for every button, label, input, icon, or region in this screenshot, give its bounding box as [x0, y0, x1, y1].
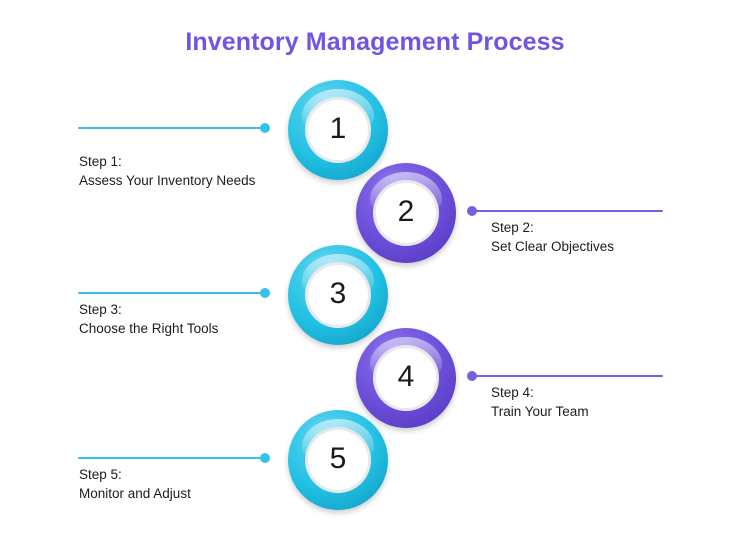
connector-line-step-3 — [78, 292, 270, 294]
step-5-number-label: Step 5: — [79, 467, 122, 482]
connector-step-4 — [467, 371, 663, 381]
step-5-number: 5 — [329, 442, 347, 475]
step-3-number: 3 — [329, 277, 347, 310]
connector-dot-step-5 — [260, 453, 270, 463]
step-node-4[interactable]: 4 — [356, 328, 456, 428]
step-3-number-label: Step 3: — [79, 302, 122, 317]
connector-line-step-1 — [78, 127, 270, 129]
step-1-number-label: Step 1: — [79, 154, 122, 169]
page-title: Inventory Management Process — [185, 28, 565, 56]
step-3-disc: 3 — [308, 265, 368, 325]
connector-dot-step-4 — [467, 371, 477, 381]
step-2-number: 2 — [397, 195, 415, 228]
step-node-1[interactable]: 1 — [288, 80, 388, 180]
step-4-disc: 4 — [376, 348, 436, 408]
label-step-2: Step 2: Set Clear Objectives — [491, 218, 614, 256]
connector-step-3 — [78, 288, 270, 298]
connector-step-1 — [78, 123, 270, 133]
step-5-disc: 5 — [308, 430, 368, 490]
step-4-number-label: Step 4: — [491, 385, 534, 400]
label-step-5: Step 5: Monitor and Adjust — [79, 465, 191, 503]
connector-line-step-4 — [467, 375, 663, 377]
step-2-number-label: Step 2: — [491, 220, 534, 235]
step-4-number: 4 — [397, 360, 415, 393]
label-step-4: Step 4: Train Your Team — [491, 383, 589, 421]
connector-dot-step-2 — [467, 206, 477, 216]
step-3-title: Choose the Right Tools — [79, 321, 219, 336]
step-1-disc: 1 — [308, 100, 368, 160]
step-node-5[interactable]: 5 — [288, 410, 388, 510]
step-4-title: Train Your Team — [491, 404, 589, 419]
connector-dot-step-3 — [260, 288, 270, 298]
step-1-title: Assess Your Inventory Needs — [79, 173, 256, 188]
connector-step-2 — [467, 206, 663, 216]
step-2-disc: 2 — [376, 183, 436, 243]
step-1-number: 1 — [329, 112, 347, 145]
connector-step-5 — [78, 453, 270, 463]
label-step-3: Step 3: Choose the Right Tools — [79, 300, 218, 338]
step-5-title: Monitor and Adjust — [79, 486, 191, 501]
connector-line-step-5 — [78, 457, 270, 459]
step-node-3[interactable]: 3 — [288, 245, 388, 345]
connector-line-step-2 — [467, 210, 663, 212]
step-2-title: Set Clear Objectives — [491, 239, 615, 254]
step-node-2[interactable]: 2 — [356, 163, 456, 263]
connector-dot-step-1 — [260, 123, 270, 133]
label-step-1: Step 1: Assess Your Inventory Needs — [79, 152, 255, 190]
